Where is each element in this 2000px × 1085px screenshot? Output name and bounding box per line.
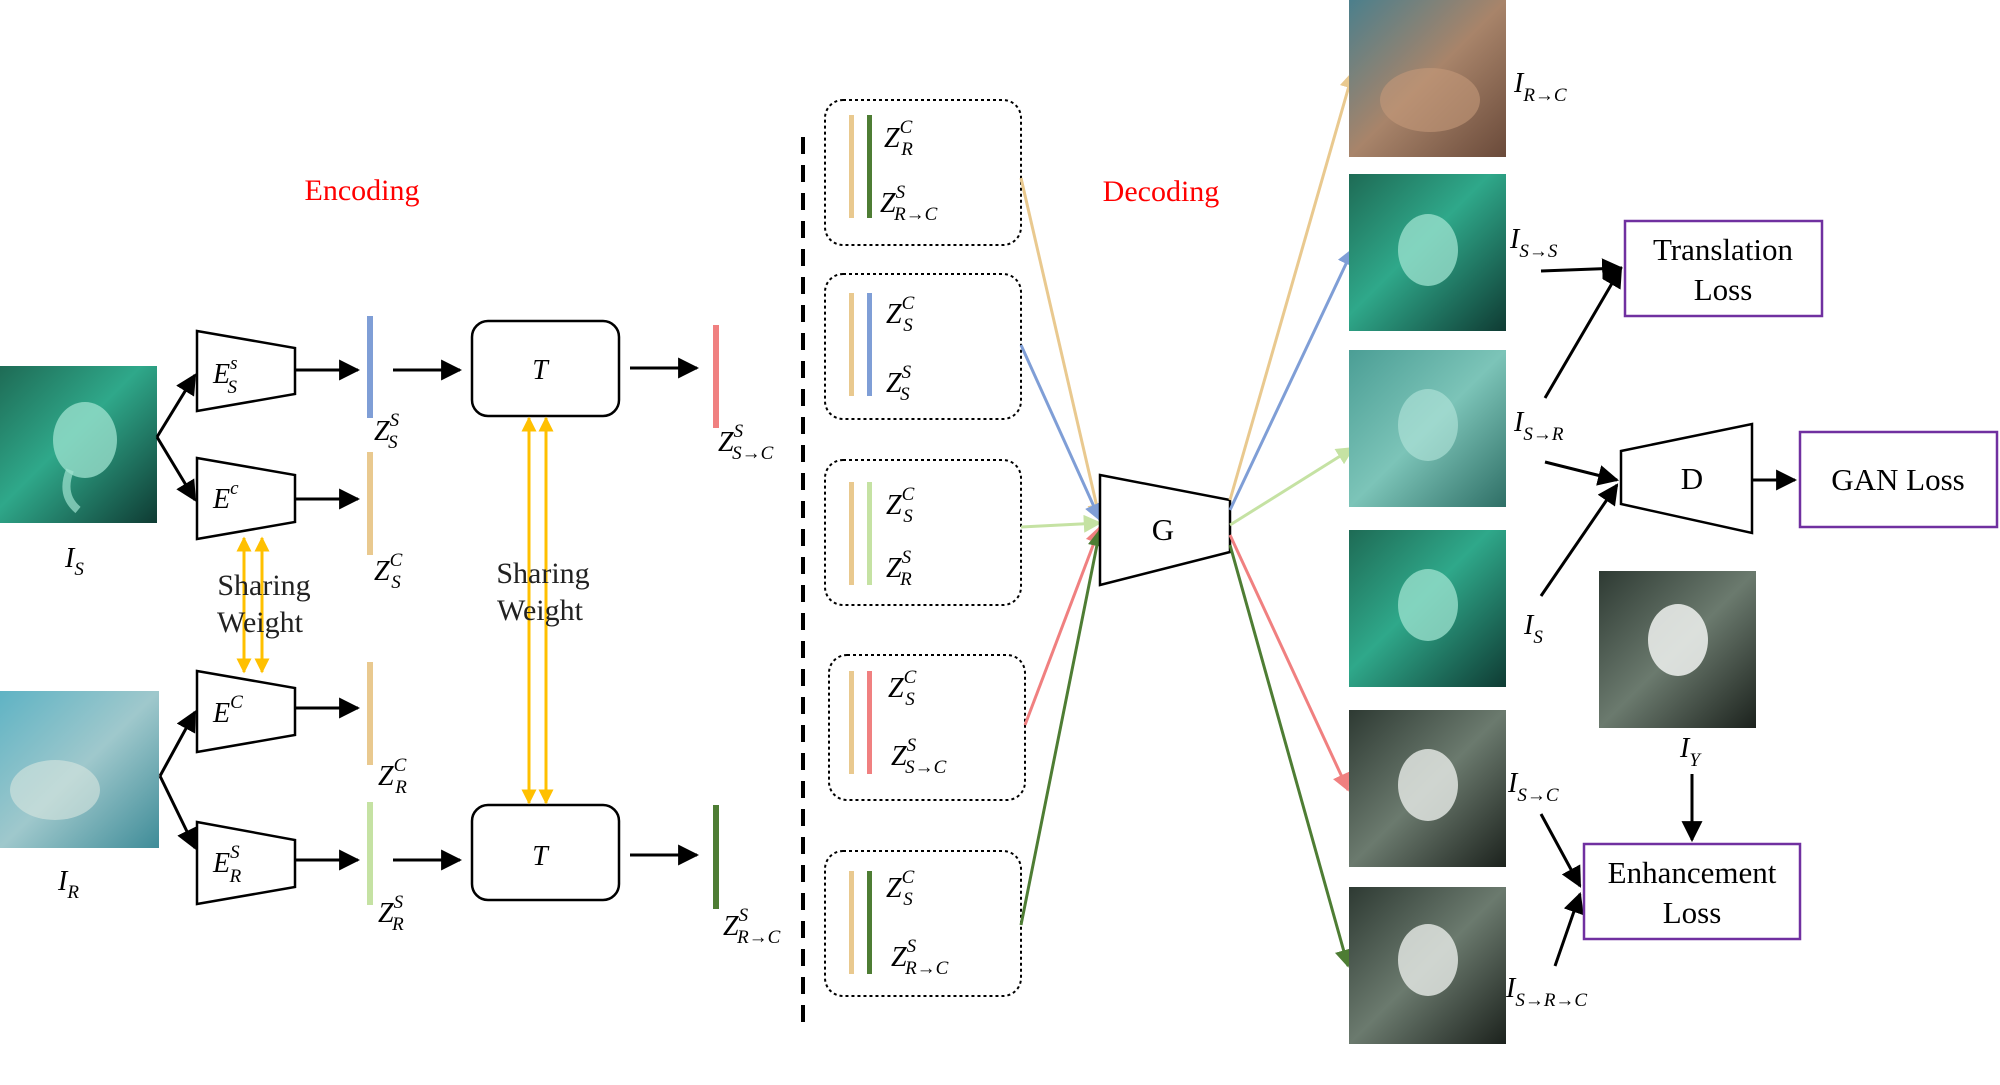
output-image-r-to-c bbox=[1349, 0, 1506, 157]
output-label-s: IS bbox=[1523, 610, 1543, 648]
real-input-image bbox=[0, 691, 159, 848]
output-image-s-to-r-to-c bbox=[1349, 887, 1506, 1044]
reference-label-y: IY bbox=[1679, 733, 1702, 771]
svg-text:ZSR→C: ZSR→C bbox=[891, 936, 949, 979]
svg-text:EC: EC bbox=[212, 692, 243, 729]
gan-loss-box: GAN Loss bbox=[1798, 430, 1999, 529]
encoding-title: Encoding bbox=[305, 174, 420, 207]
code-bar-zrsc bbox=[713, 805, 719, 909]
svg-text:ZSS: ZSS bbox=[886, 362, 912, 405]
svg-text:Ec: Ec bbox=[212, 478, 239, 515]
svg-text:ZSR→C: ZSR→C bbox=[880, 182, 938, 225]
output-label-s-to-r-to-c: IS→R→C bbox=[1505, 973, 1587, 1011]
transform-block-bottom: T bbox=[470, 803, 621, 902]
reference-image-y bbox=[1599, 571, 1756, 728]
translation-loss-box: Translation Loss bbox=[1623, 219, 1824, 318]
svg-text:ESR: ESR bbox=[212, 842, 242, 887]
transform-block-top: T bbox=[470, 319, 621, 418]
code-bar-zrs bbox=[367, 802, 373, 905]
input-synthetic-label: IS bbox=[64, 543, 84, 580]
code-bar-zsc bbox=[367, 452, 373, 555]
svg-text:ZSS→C: ZSS→C bbox=[891, 735, 947, 778]
svg-text:Enhancement: Enhancement bbox=[1608, 855, 1777, 890]
encoder-content-bottom: EC bbox=[195, 669, 297, 754]
svg-text:EsS: EsS bbox=[212, 353, 238, 398]
output-label-s-to-r: IS→R bbox=[1513, 407, 1564, 445]
output-image-s-to-s bbox=[1349, 174, 1506, 331]
svg-text:ZCS: ZCS bbox=[888, 667, 917, 710]
svg-text:ZCS: ZCS bbox=[886, 484, 915, 527]
enhancement-loss-box: Enhancement Loss bbox=[1582, 842, 1802, 941]
svg-text:T: T bbox=[532, 841, 550, 872]
code-bar-zss bbox=[367, 316, 373, 418]
svg-text:D: D bbox=[1681, 461, 1703, 496]
decoding-title: Decoding bbox=[1103, 175, 1220, 208]
generator-block: G bbox=[1098, 473, 1232, 587]
output-label-s-to-s: IS→S bbox=[1509, 224, 1558, 262]
svg-text:Translation: Translation bbox=[1653, 232, 1794, 267]
svg-text:ZSR: ZSR bbox=[886, 547, 912, 590]
svg-text:Loss: Loss bbox=[1694, 272, 1753, 307]
svg-text:ZCR: ZCR bbox=[884, 117, 913, 160]
svg-text:ZCS: ZCS bbox=[886, 867, 915, 910]
code-bar-zrc bbox=[367, 662, 373, 765]
discriminator-block: D bbox=[1619, 422, 1754, 535]
output-image-s-to-r bbox=[1349, 350, 1506, 507]
svg-text:Loss: Loss bbox=[1663, 895, 1722, 930]
code-bar-zssc bbox=[713, 325, 719, 428]
output-label-r-to-c: IR→C bbox=[1513, 68, 1567, 106]
encoder-content-top: Ec bbox=[195, 456, 297, 541]
svg-text:G: G bbox=[1152, 512, 1174, 547]
input-real-label: IR bbox=[57, 866, 79, 903]
output-label-s-to-c: IS→C bbox=[1507, 768, 1559, 806]
output-image-s bbox=[1349, 530, 1506, 687]
svg-text:GAN Loss: GAN Loss bbox=[1831, 462, 1964, 497]
svg-text:ZCS: ZCS bbox=[886, 293, 915, 336]
svg-text:T: T bbox=[532, 355, 550, 386]
synthetic-input-image bbox=[0, 366, 157, 523]
output-image-s-to-c bbox=[1349, 710, 1506, 867]
